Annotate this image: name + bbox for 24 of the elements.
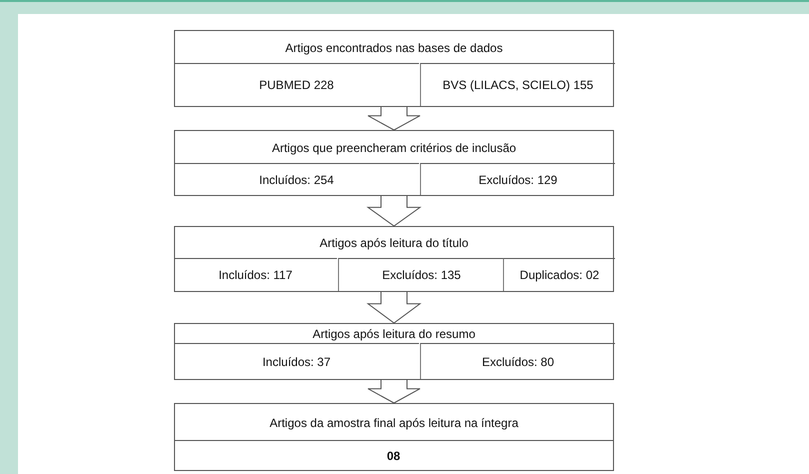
count-cell: Incluídos: 117 (174, 258, 337, 291)
stage-heading: Artigos que preencheram critérios de inclusão (270, 141, 518, 155)
count-cell: BVS (LILACS, SCIELO) 155 (420, 63, 615, 106)
stage-heading: Artigos após leitura do resumo (312, 327, 476, 341)
count-cell: Excluídos: 135 (338, 258, 504, 291)
count-cell: PUBMED 228 (174, 63, 419, 106)
block-arrow (368, 106, 420, 131)
stage-box (174, 403, 614, 471)
block-arrow (366, 196, 422, 227)
stage-box (174, 226, 614, 292)
stage-heading: Artigos da amostra final após leitura na íntegra (268, 416, 520, 430)
stage-box (174, 130, 614, 196)
stage-heading: Artigos após leitura do título (318, 236, 470, 250)
count-cell: Incluídos: 37 (174, 343, 419, 379)
stage-box (174, 323, 614, 380)
block-arrow (368, 380, 420, 404)
count-cell: Excluídos: 129 (420, 163, 615, 195)
count-cell: Incluídos: 254 (174, 163, 419, 195)
count-cell: 08 (174, 440, 613, 470)
stage-heading: Artigos encontrados nas bases de dados (284, 41, 504, 55)
count-cell: Duplicados: 02 (503, 258, 615, 291)
stage-box (174, 30, 614, 107)
count-cell: Excluídos: 80 (420, 343, 615, 379)
block-arrow (366, 292, 422, 324)
